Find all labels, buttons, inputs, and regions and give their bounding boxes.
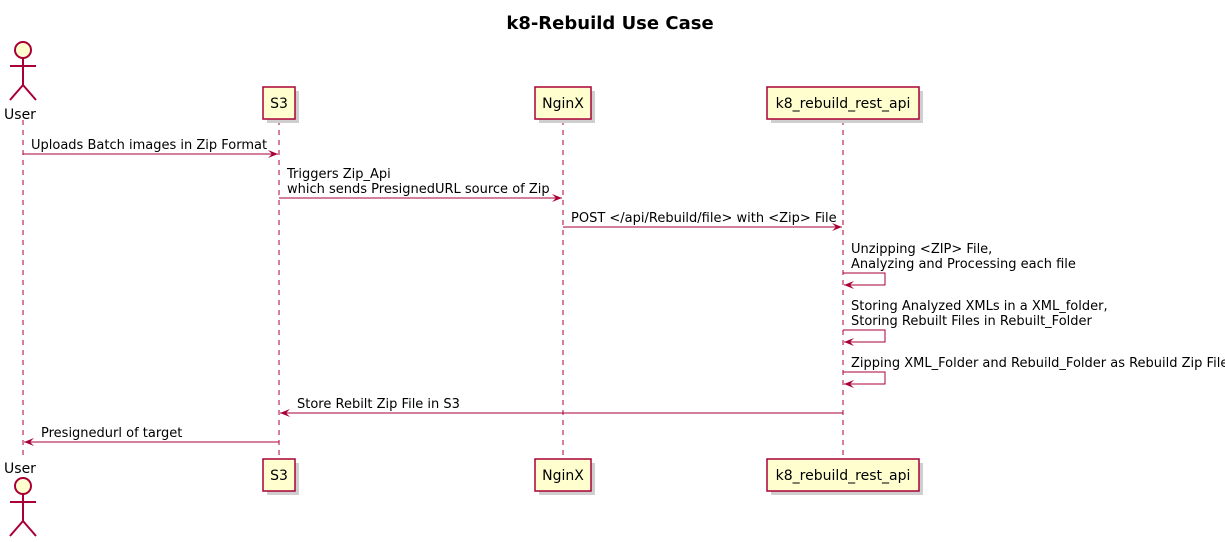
- message-text: Storing Rebuilt Files in Rebuilt_Folder: [851, 314, 1093, 329]
- message-arrow: [843, 329, 886, 343]
- lifelines: [22, 120, 844, 459]
- participant-box: [262, 86, 296, 120]
- arrowhead: [268, 150, 278, 158]
- participants-bottom: User S3 NginX k8_rebuild_rest_api: [4, 458, 923, 537]
- participant-s3-top: S3: [262, 86, 299, 123]
- arrowhead: [844, 338, 854, 346]
- arrowhead: [844, 380, 854, 388]
- message-5: Storing Analyzed XMLs in a XML_folder,St…: [843, 299, 1108, 346]
- message-text: Presignedurl of target: [41, 426, 182, 441]
- actor-icon: [9, 41, 37, 101]
- participant-label: NginX: [542, 468, 584, 484]
- message-text: which sends PresignedURL source of Zip: [287, 182, 550, 197]
- message-3: POST </api/Rebuild/file> with <Zip> File: [563, 211, 842, 231]
- participant-label: NginX: [542, 96, 584, 112]
- message-text: Storing Analyzed XMLs in a XML_folder,: [851, 299, 1108, 314]
- message-text: Zipping XML_Folder and Rebuild_Folder as…: [851, 356, 1225, 371]
- diagram-title: k8-Rebuild Use Case: [506, 13, 713, 34]
- message-arrow: [843, 371, 886, 385]
- participant-box: [766, 86, 920, 120]
- participant-api-bottom: k8_rebuild_rest_api: [766, 458, 923, 495]
- participant-box: [766, 458, 920, 492]
- message-text: Uploads Batch images in Zip Format: [31, 138, 267, 153]
- message-text: Unzipping <ZIP> File,: [851, 242, 992, 257]
- participant-s3-bottom: S3: [262, 458, 299, 495]
- participant-nginx-bottom: NginX: [534, 458, 595, 495]
- participant-label: User: [4, 461, 36, 477]
- message-text: Triggers Zip_Api: [286, 167, 391, 182]
- message-7: Store Rebilt Zip File in S3: [280, 397, 843, 417]
- arrowhead: [844, 281, 854, 289]
- arrowhead: [832, 223, 842, 231]
- arrowhead: [552, 194, 562, 202]
- participants-top: User S3 NginX k8_rebuild_rest_api: [4, 41, 923, 123]
- arrowhead: [24, 438, 34, 446]
- participant-label: S3: [270, 468, 288, 484]
- message-arrow: [843, 272, 886, 286]
- participant-box: [262, 458, 296, 492]
- participant-label: User: [4, 107, 36, 123]
- arrowhead: [280, 409, 290, 417]
- messages: Uploads Batch images in Zip FormatTrigge…: [23, 138, 1225, 446]
- participant-box: [534, 458, 592, 492]
- participant-nginx-top: NginX: [534, 86, 595, 123]
- participant-label: k8_rebuild_rest_api: [776, 468, 911, 484]
- participant-label: S3: [270, 96, 288, 112]
- message-1: Uploads Batch images in Zip Format: [23, 138, 278, 158]
- participant-api-top: k8_rebuild_rest_api: [766, 86, 923, 123]
- actor-icon: [9, 477, 37, 537]
- participant-user-top: User: [4, 41, 37, 123]
- participant-user-bottom: User: [4, 461, 37, 537]
- message-text: Store Rebilt Zip File in S3: [297, 397, 460, 412]
- message-text: POST </api/Rebuild/file> with <Zip> File: [571, 211, 837, 226]
- message-text: Analyzing and Processing each file: [851, 257, 1076, 272]
- participant-box: [534, 86, 592, 120]
- message-4: Unzipping <ZIP> File,Analyzing and Proce…: [843, 242, 1076, 289]
- participant-label: k8_rebuild_rest_api: [776, 96, 911, 112]
- message-8: Presignedurl of target: [24, 426, 279, 446]
- message-6: Zipping XML_Folder and Rebuild_Folder as…: [843, 356, 1225, 388]
